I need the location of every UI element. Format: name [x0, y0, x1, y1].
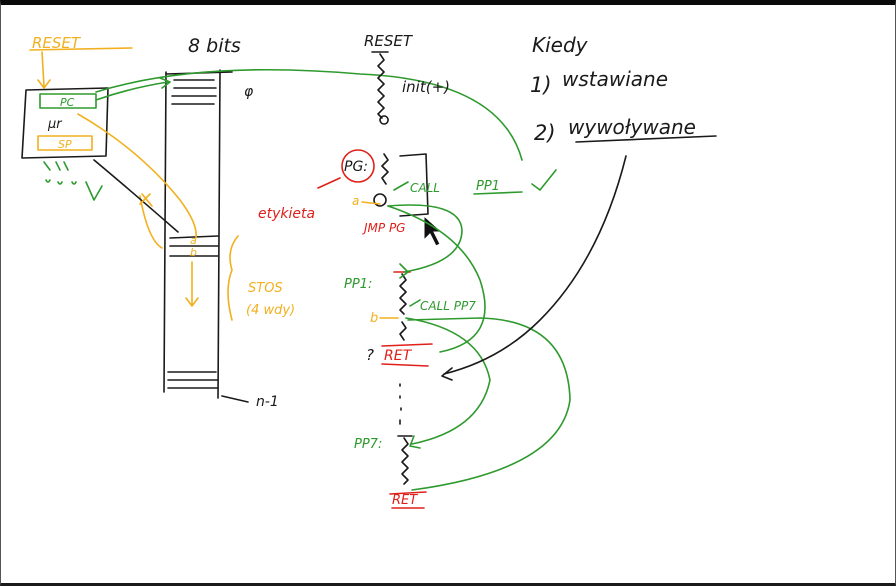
stos-label: STOS — [248, 281, 283, 296]
pins-scribble — [43, 161, 103, 201]
question-mark: ? — [366, 346, 374, 364]
memory-column: 8 bits φ n-1 a b STOS (4 wdy) — [163, 35, 295, 410]
stack-brace — [227, 235, 239, 321]
ret-underline-2 — [389, 491, 427, 509]
flow-zigzag-4 — [399, 321, 407, 341]
cpu-box — [21, 87, 109, 159]
pg-circle — [341, 149, 375, 183]
sp-register — [37, 135, 93, 151]
ret-label-1: RET — [384, 348, 413, 364]
b-mark: b — [370, 311, 378, 326]
bottom-tick — [221, 395, 249, 403]
stack-grow-arrow — [185, 261, 199, 307]
sp-to-stack-curve — [77, 113, 197, 239]
sp-label: SP — [58, 138, 72, 151]
stack-cells — [169, 235, 219, 257]
kiedy-title: Kiedy — [532, 33, 589, 57]
pp7-label: PP7: — [354, 437, 382, 452]
a-mark: a — [352, 194, 359, 208]
jmp-loop — [399, 153, 429, 217]
cpu-block: RESET PC μr SP — [21, 34, 133, 201]
ret-underline-1 — [381, 343, 433, 367]
call-pp1-arrow — [387, 204, 463, 279]
pp1-check — [531, 169, 557, 191]
pp1-ref-label: PP1 — [476, 179, 500, 194]
call-node — [373, 193, 387, 207]
item1-text: wstawiane — [562, 67, 668, 91]
call-pp7-label: CALL PP7 — [420, 299, 476, 313]
ret-label-2: RET — [392, 493, 418, 508]
dots-ellipsis — [399, 383, 402, 425]
etykieta-label: etykieta — [258, 206, 315, 222]
sp-pointer-black — [93, 159, 179, 233]
item2-underline — [575, 135, 717, 143]
pp1-label: PP1: — [344, 277, 372, 292]
pc-label: PC — [60, 96, 75, 109]
flow-node-1 — [379, 115, 389, 125]
reset-label-mid: RESET — [364, 32, 414, 50]
pc-to-memory-arrow — [95, 77, 171, 101]
return-to-b-curve — [407, 317, 571, 491]
call-pp7-tick — [409, 299, 421, 307]
bits-label: 8 bits — [188, 35, 241, 57]
init-label: init(+) — [402, 78, 450, 96]
pc-to-pp1-curve — [95, 68, 523, 161]
stack-a: a — [190, 234, 197, 247]
item1-number: 1) — [530, 73, 552, 97]
call-pp7-arrow — [405, 317, 491, 449]
memory-bottom-cells — [167, 371, 219, 389]
item2-number: 2) — [534, 121, 556, 145]
flow-zigzag-1 — [377, 53, 385, 119]
return-to-a-curve — [387, 205, 486, 353]
kiedy-section: Kiedy 1) wstawiane 2) wywoływane — [441, 33, 717, 381]
call-pp1-tick — [393, 181, 409, 191]
jmp-pg-label: JMP PG — [362, 221, 405, 235]
memory-top-cells — [171, 79, 217, 105]
reset-arrow — [37, 51, 51, 89]
stack-b: b — [190, 246, 197, 259]
memory-walls — [163, 69, 221, 399]
reset-underline — [29, 47, 133, 51]
item2-text: wywoływane — [568, 115, 696, 139]
stos-sub-label: (4 wdy) — [246, 303, 295, 318]
kiedy-to-ret-arrow — [441, 155, 627, 381]
flow-zigzag-5 — [401, 437, 409, 485]
pp1-ref-underline — [473, 191, 523, 195]
flow-zigzag-2 — [381, 153, 389, 185]
last-address: n-1 — [256, 394, 279, 410]
etykieta-pointer — [317, 177, 341, 189]
a-mark-arrow — [361, 201, 381, 205]
pg-label: PG: — [344, 159, 368, 175]
reset-label-left: RESET — [32, 34, 82, 52]
call-pp1-label: CALL — [410, 181, 440, 195]
program-flow: RESET init(+) PG: etykieta a CALL PP1 JM… — [258, 32, 557, 509]
pc-register — [39, 93, 97, 109]
mv-label: μr — [47, 117, 63, 132]
flow-zigzag-3 — [399, 273, 407, 315]
zero-address: φ — [244, 84, 254, 100]
cross-mark — [139, 193, 153, 207]
